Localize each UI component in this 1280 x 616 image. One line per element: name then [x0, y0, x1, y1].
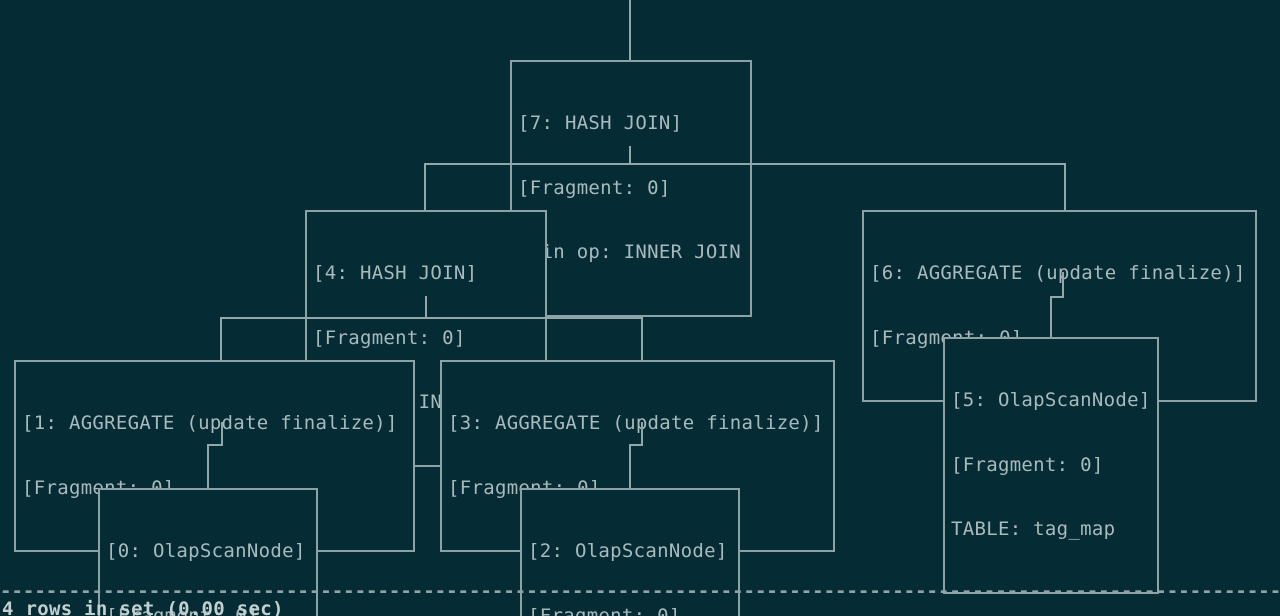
node-fragment: [Fragment: 0] [313, 326, 466, 349]
node-title: [1: AGGREGATE (update finalize)] [22, 412, 398, 434]
node-title: [7: HASH JOIN] [518, 112, 683, 134]
plan-node-2-olap-scan: [2: OlapScanNode] [Fragment: 0] TABLE: t… [520, 488, 740, 616]
connector-line [629, 444, 631, 488]
node-fragment: [Fragment: 0] [518, 176, 671, 199]
connector-line [425, 296, 427, 318]
node-title: [3: AGGREGATE (update finalize)] [448, 412, 824, 434]
connector-line [1050, 296, 1064, 298]
status-line: 4 rows in set (0.00 sec) [2, 598, 284, 616]
node-title: [5: OlapScanNode] [951, 389, 1151, 411]
connector-line [424, 163, 426, 210]
node-title: [0: OlapScanNode] [106, 540, 306, 562]
connector-line [629, 0, 631, 60]
connector-line [207, 444, 209, 488]
node-detail: join op: INNER JOIN [518, 241, 742, 263]
node-title: [4: HASH JOIN] [313, 262, 478, 284]
connector-line [1050, 296, 1052, 337]
connector-line [1064, 163, 1066, 210]
connector-line [629, 444, 643, 446]
node-fragment: [Fragment: 0] [528, 604, 681, 616]
node-fragment: [Fragment: 0] [951, 453, 1104, 476]
connector-line [424, 163, 1066, 165]
connector-line [641, 317, 643, 360]
plan-node-5-olap-scan: [5: OlapScanNode] [Fragment: 0] TABLE: t… [943, 337, 1159, 594]
separator-dashes: ----------------------------------------… [0, 581, 1280, 602]
node-fragment: [Fragment: 0] [106, 604, 259, 616]
connector-line [641, 422, 643, 446]
node-title: [2: OlapScanNode] [528, 540, 728, 562]
plan-node-6-aggregate: [6: AGGREGATE (update finalize)] [Fragme… [862, 210, 1257, 402]
node-table: TABLE: tag_map [951, 518, 1116, 540]
connector-line [207, 444, 223, 446]
connector-line [220, 317, 222, 360]
connector-line [629, 146, 631, 164]
connector-line [220, 317, 643, 319]
plan-node-0-olap-scan: [0: OlapScanNode] [Fragment: 0] TABLE: t… [98, 488, 318, 616]
connector-line [221, 422, 223, 446]
connector-line [1062, 272, 1064, 298]
node-title: [6: AGGREGATE (update finalize)] [870, 262, 1246, 284]
